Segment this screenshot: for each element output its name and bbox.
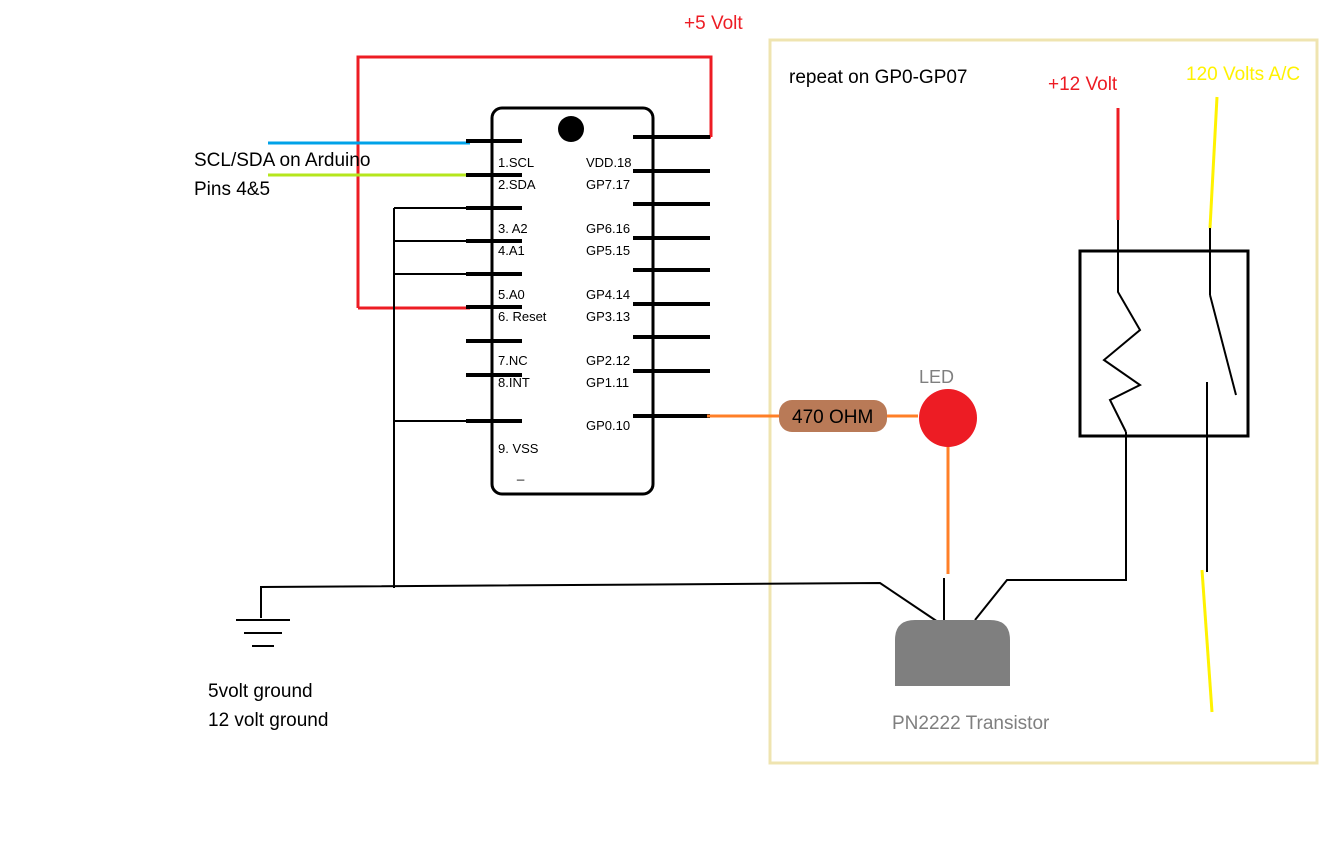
led-label: LED bbox=[919, 367, 954, 387]
pin-label-gp6: GP6.16 bbox=[586, 221, 630, 236]
pin-label-vdd: VDD.18 bbox=[586, 155, 632, 170]
pin-label-gp4: GP4.14 bbox=[586, 287, 630, 302]
pin-label-gp3: GP3.13 bbox=[586, 309, 630, 324]
resistor-470-ohm bbox=[779, 400, 887, 432]
ic-chip-body bbox=[490, 106, 655, 496]
pin-label-gp1: GP1.11 bbox=[586, 375, 629, 390]
pin-label-gp7: GP7.17 bbox=[586, 177, 630, 192]
pin-label-gp2: GP2.12 bbox=[586, 353, 630, 368]
pin-label-a0: 5.A0 bbox=[498, 287, 525, 302]
right-pin-legs bbox=[633, 135, 710, 418]
pin-label-sda: 2.SDA bbox=[498, 177, 536, 192]
ground-symbol bbox=[236, 619, 290, 647]
pin-label-gp0: GP0.10 bbox=[586, 418, 630, 433]
pin-label-a1: 4.A1 bbox=[498, 243, 525, 258]
repeat-section-box bbox=[768, 38, 1319, 765]
pin-label-int: 8.INT bbox=[498, 375, 530, 390]
i2c-note-line2: Pins 4&5 bbox=[194, 179, 270, 200]
transistor-label: PN2222 Transistor bbox=[892, 713, 1050, 734]
ic-notch bbox=[558, 116, 584, 142]
chip-bottom-mark: _ bbox=[516, 466, 525, 481]
gp0-signal-wire bbox=[707, 414, 950, 574]
ground-note-line2: 12 volt ground bbox=[208, 710, 328, 731]
relay-coil bbox=[1102, 220, 1142, 433]
pin-label-gp5: GP5.15 bbox=[586, 243, 630, 258]
ac-wire bbox=[1200, 96, 1219, 713]
pin-label-vss: 9. VSS bbox=[498, 441, 539, 456]
left-pin-legs bbox=[466, 139, 522, 423]
plus5-label: +5 Volt bbox=[684, 13, 743, 34]
pin-label-a2: 3. A2 bbox=[498, 221, 528, 236]
ground-note-line1: 5volt ground bbox=[208, 681, 313, 702]
pin-label-reset: 6. Reset bbox=[498, 309, 547, 324]
ground-wire bbox=[260, 207, 1127, 623]
ac120-label: 120 Volts A/C bbox=[1186, 64, 1300, 85]
resistor-label: 470 OHM bbox=[792, 407, 873, 428]
relay-switch bbox=[1206, 228, 1237, 572]
led bbox=[919, 389, 977, 447]
i2c-note-line1: SCL/SDA on Arduino bbox=[194, 150, 370, 171]
pn2222-transistor bbox=[895, 620, 1010, 686]
pin-label-nc: 7.NC bbox=[498, 353, 528, 368]
pin-label-scl: 1.SCL bbox=[498, 155, 534, 170]
plus12-label: +12 Volt bbox=[1048, 74, 1118, 95]
repeat-note: repeat on GP0-GP07 bbox=[789, 67, 968, 88]
relay-box bbox=[1078, 249, 1250, 438]
